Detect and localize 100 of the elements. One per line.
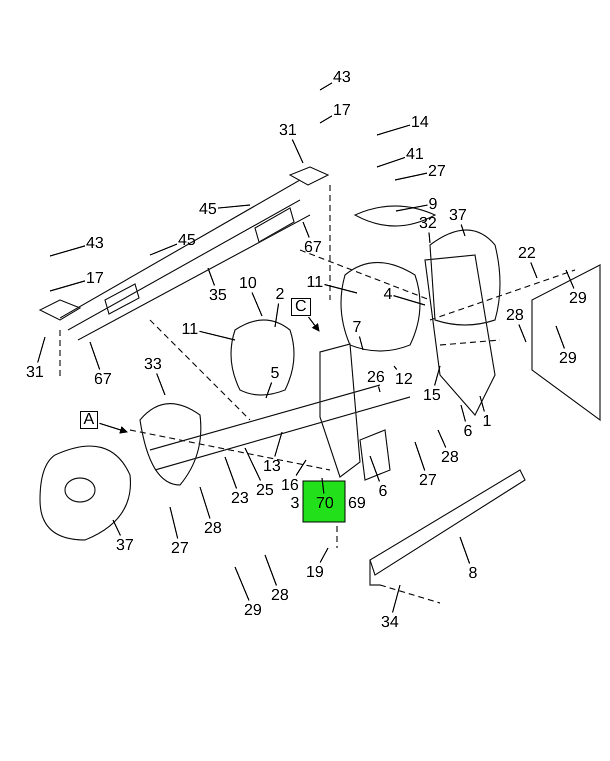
callout-number: 33: [144, 356, 162, 372]
leader-line: [460, 404, 466, 422]
callout-number: 35: [209, 286, 227, 304]
callout-number: 29: [569, 290, 587, 306]
leader-line: [518, 324, 527, 342]
callout-number: 43: [333, 68, 351, 86]
callout-number: 28: [204, 520, 222, 536]
leader-line: [530, 262, 538, 278]
leader-line: [50, 280, 86, 292]
leader-line: [324, 284, 358, 294]
callout-number: 11: [306, 274, 324, 290]
leader-line: [376, 124, 410, 136]
leader-line: [428, 232, 431, 244]
callout-number: 4: [384, 286, 392, 302]
arrow: [308, 316, 320, 332]
callout-number: 1: [482, 412, 492, 430]
callout-number: 23: [231, 490, 249, 506]
leader-line: [396, 204, 428, 212]
leader-line: [320, 115, 332, 124]
leader-line: [207, 268, 216, 286]
callout-number: 27: [428, 162, 446, 180]
callout-number: 27: [419, 472, 437, 488]
view-reference-box: A: [80, 411, 98, 429]
callout-number: 37: [449, 206, 467, 224]
callout-number: 28: [506, 306, 524, 324]
callout-number: 45: [199, 200, 217, 218]
callout-number: 22: [518, 244, 536, 262]
callout-number: 13: [263, 458, 281, 474]
callout-number: 14: [411, 114, 429, 130]
leader-line: [376, 156, 406, 168]
callout-number: 41: [406, 146, 424, 162]
callout-number: 28: [441, 448, 459, 466]
leader-line: [199, 330, 236, 341]
leader-line: [264, 554, 277, 586]
leader-line: [437, 430, 446, 448]
leader-line: [392, 584, 401, 613]
leader-line: [393, 295, 426, 306]
callout-number: 29: [244, 602, 262, 618]
leader-line: [565, 270, 574, 289]
callout-number: 29: [559, 350, 577, 366]
leader-line: [156, 373, 166, 396]
callout-number: 67: [304, 238, 322, 256]
callout-number: 34: [381, 614, 399, 630]
leader-line: [265, 382, 272, 398]
leader-line: [89, 342, 100, 370]
callout-number: 31: [26, 364, 44, 380]
leader-line: [234, 566, 250, 601]
leader-line: [302, 222, 310, 238]
leader-line: [150, 244, 178, 256]
callout-number: 6: [378, 482, 388, 500]
leader-line: [37, 336, 46, 363]
leader-line: [274, 303, 280, 328]
callout-number: 3: [290, 494, 300, 512]
leader-line: [460, 224, 466, 236]
leader-line: [320, 548, 329, 563]
callout-number: 17: [86, 270, 104, 286]
callout-number: 28: [271, 586, 289, 604]
leader-line: [434, 366, 441, 386]
leader-line: [274, 432, 283, 457]
callout-number: 70: [316, 494, 334, 512]
leader-line: [296, 460, 306, 476]
callout-number: 8: [468, 564, 478, 582]
leader-line: [394, 366, 398, 370]
callout-number: 2: [276, 286, 284, 302]
callout-number: 11: [182, 320, 198, 338]
callout-number: 26: [367, 368, 385, 386]
callout-number: 5: [270, 364, 280, 382]
leader-line: [358, 336, 364, 350]
callout-number: 17: [333, 102, 351, 118]
leader-line: [224, 456, 238, 489]
callout-number: 43: [86, 234, 104, 252]
leader-line: [321, 478, 324, 494]
leader-line: [199, 486, 211, 519]
callout-number: 37: [116, 536, 134, 554]
leader-line: [244, 448, 262, 481]
leader-line: [50, 245, 86, 257]
callout-number: 27: [171, 540, 189, 556]
leader-line: [292, 139, 304, 164]
callout-number: 25: [256, 482, 274, 498]
leader-line: [414, 442, 426, 471]
callout-number: 32: [419, 214, 437, 232]
callout-number: 10: [239, 274, 257, 292]
callout-number: 16: [281, 476, 299, 494]
view-reference-box: C: [291, 298, 311, 316]
leader-line: [251, 292, 263, 316]
callout-number: 12: [395, 370, 413, 388]
arrow: [99, 422, 128, 434]
leader-line: [218, 204, 250, 209]
leader-line: [394, 172, 428, 181]
callout-number: 69: [348, 494, 366, 512]
callout-number: 9: [428, 196, 438, 212]
leader-line: [459, 536, 470, 564]
callout-number: 6: [464, 422, 472, 440]
callout-number: 15: [423, 386, 441, 404]
callout-number: 45: [178, 232, 196, 248]
callout-number: 31: [279, 122, 297, 138]
leader-line: [169, 506, 178, 539]
leader-line: [320, 82, 332, 91]
leader-line: [369, 456, 380, 482]
callout-number: 19: [306, 564, 324, 580]
